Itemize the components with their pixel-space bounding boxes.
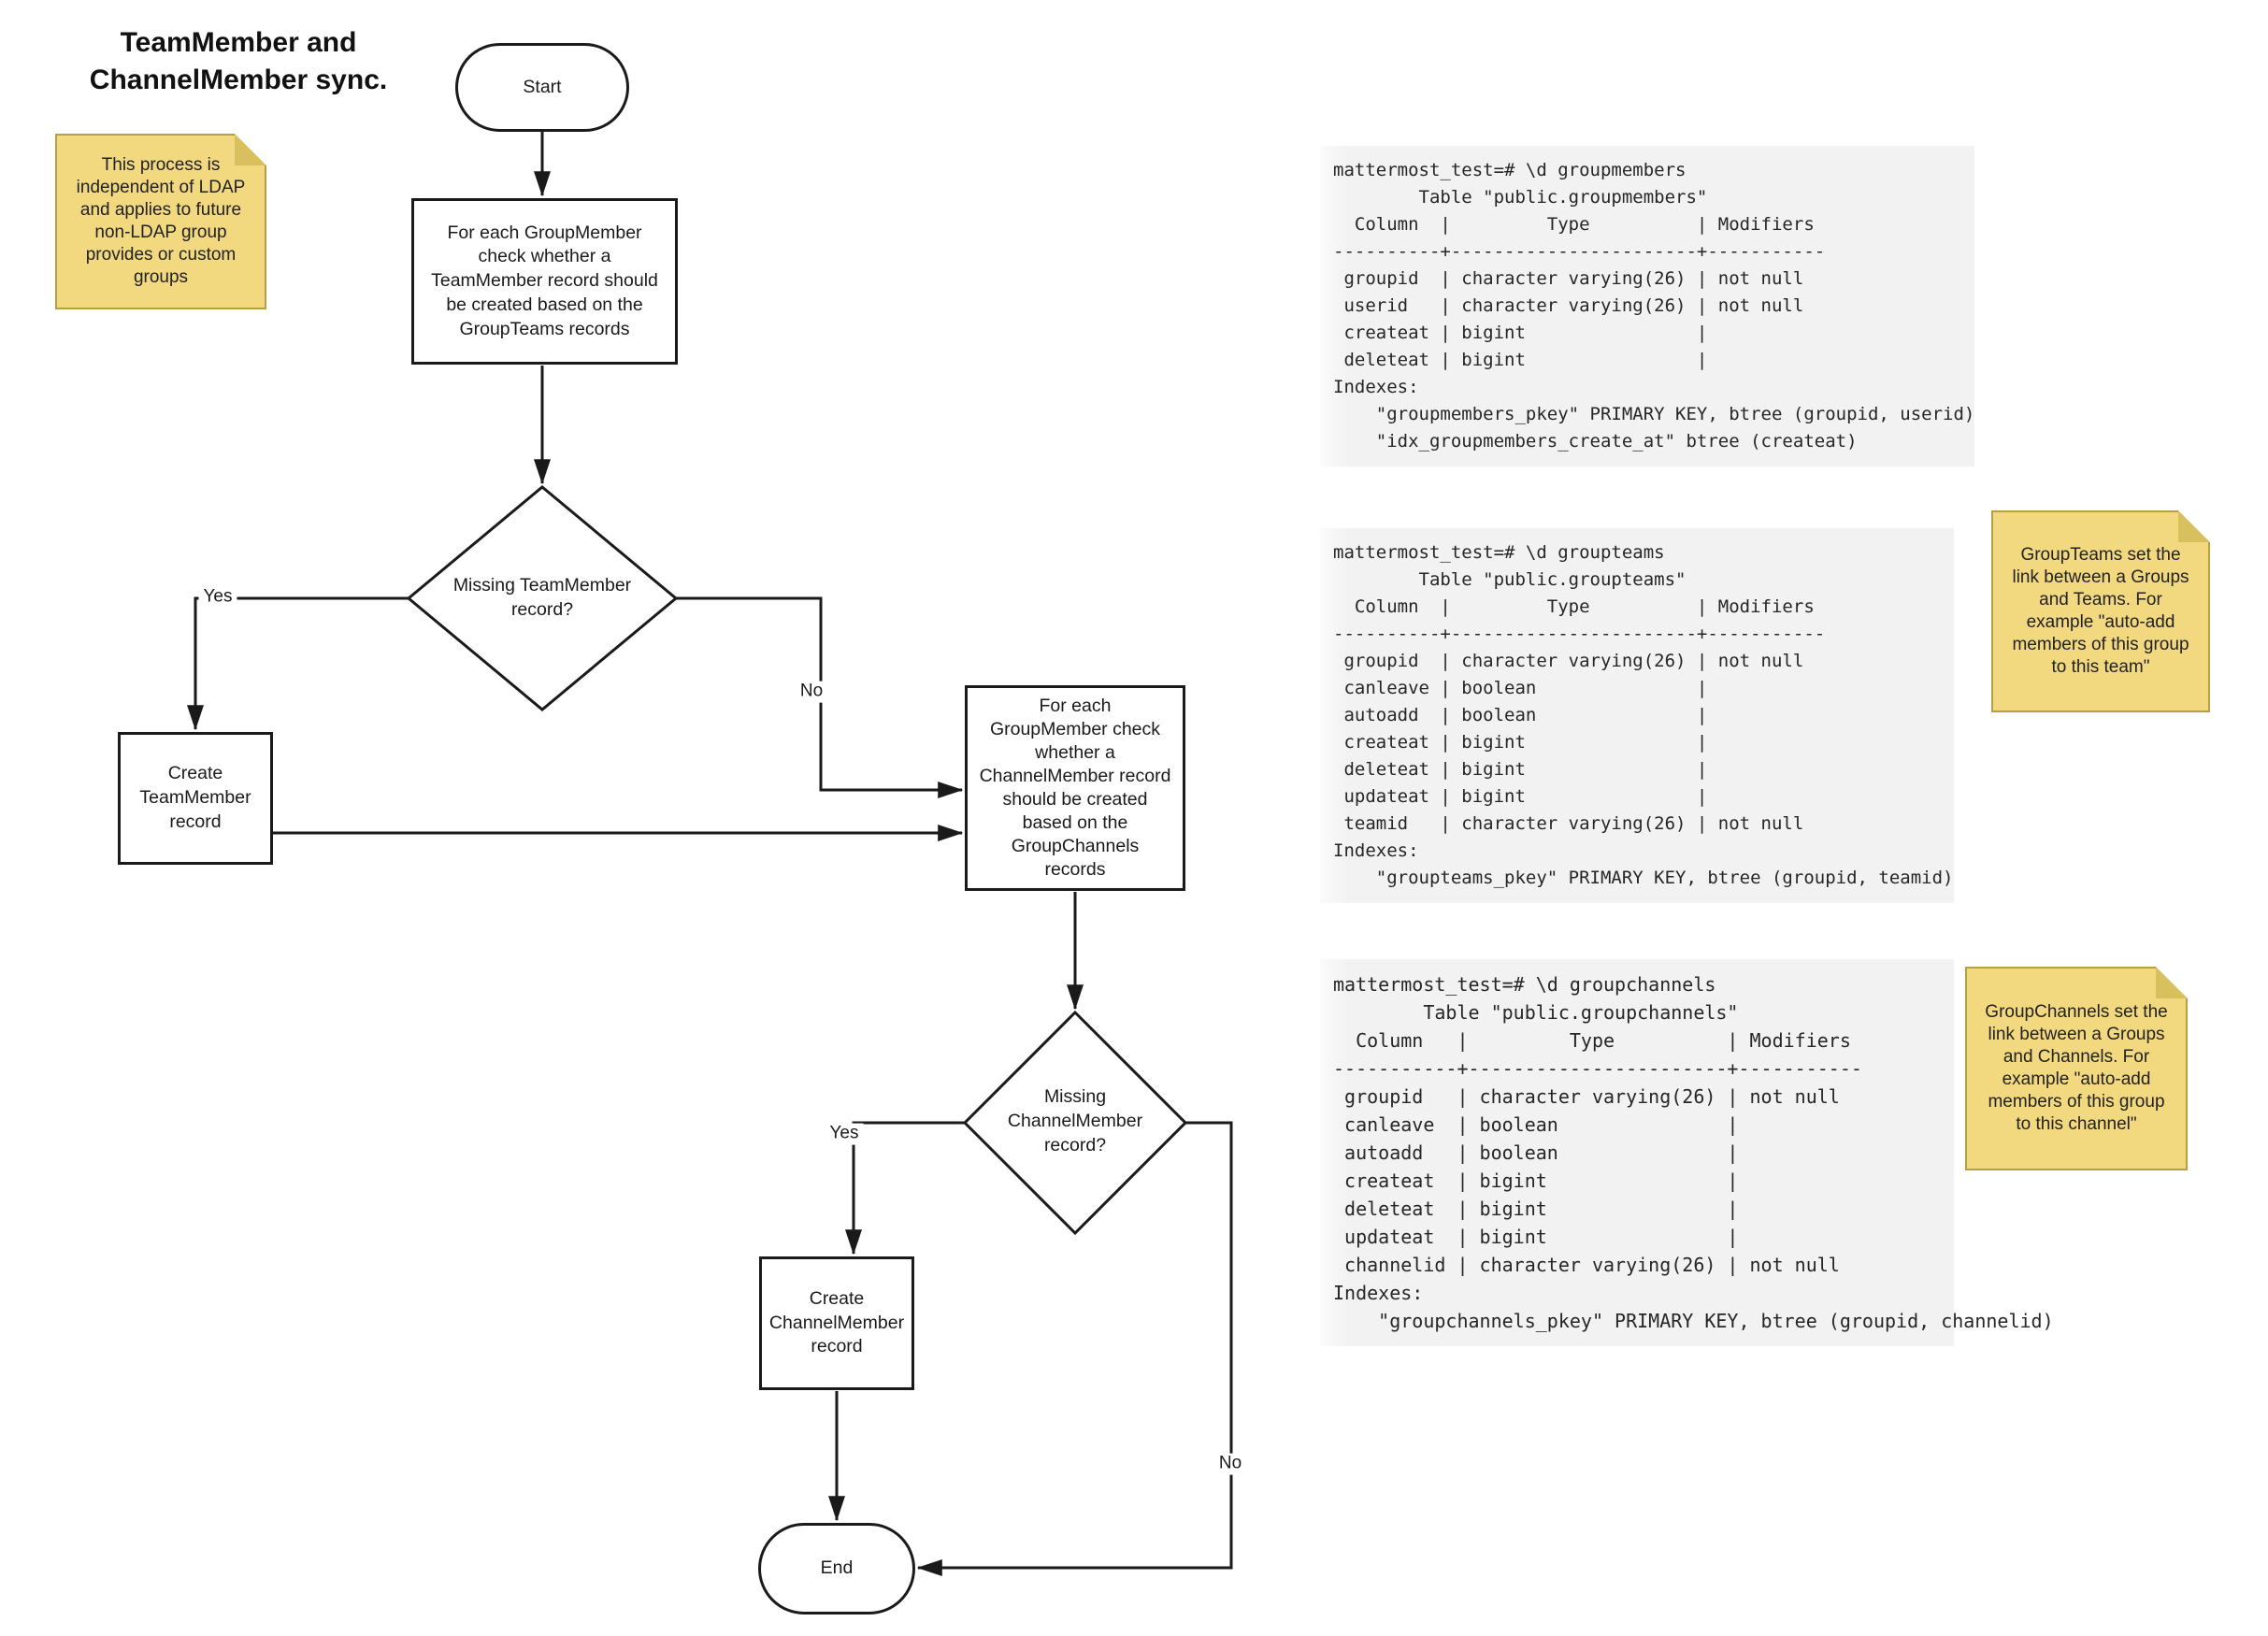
connector-yes-to-create-teammember (187, 596, 409, 731)
psql-output-groupteams: mattermost_test=# \d groupteams Table "p… (1320, 528, 1954, 903)
process-check-teammember: For each GroupMember check whether a Tea… (411, 198, 678, 365)
sticky-note-groupchannels: GroupChannels set the link between a Gro… (1965, 967, 2188, 1170)
label-yes-teammember: Yes (198, 586, 237, 609)
create-channelmember-box: Create ChannelMember record (759, 1256, 914, 1390)
sticky-note-text: GroupChannels set the link between a Gro… (1985, 1002, 2168, 1134)
sticky-note-text: GroupTeams set the link between a Groups… (2012, 545, 2189, 677)
sticky-note-process-independence: This process is independent of LDAP and … (55, 134, 266, 309)
create-teammember-box: Create TeamMember record (118, 732, 273, 865)
label-yes-channelmember: Yes (825, 1123, 864, 1145)
sticky-note-text: This process is independent of LDAP and … (76, 155, 246, 287)
process-check-channelmember: For each GroupMember check whether a Cha… (965, 685, 1185, 891)
psql-output-groupmembers: mattermost_test=# \d groupmembers Table … (1320, 146, 1974, 466)
connector-no-to-end (916, 1121, 1233, 1576)
psql-output-groupchannels: mattermost_test=# \d groupchannels Table… (1320, 959, 2054, 1346)
end-terminal: End (758, 1523, 915, 1614)
connector-yes-to-create-channelmember (845, 1121, 965, 1256)
decision-missing-channelmember: Missing ChannelMember record? (1007, 1086, 1143, 1155)
decision-missing-teammember-shape (406, 485, 679, 711)
sticky-note-groupteams: GroupTeams set the link between a Groups… (1991, 510, 2210, 712)
decision-missing-teammember: Missing TeamMember record? (452, 575, 632, 620)
diagram-title: TeamMember and ChannelMember sync. (89, 27, 388, 95)
label-no-channelmember: No (1213, 1453, 1247, 1475)
start-terminal: Start (455, 43, 629, 132)
decision-missing-channelmember-shape (962, 1010, 1188, 1236)
label-no-teammember: No (795, 681, 828, 703)
